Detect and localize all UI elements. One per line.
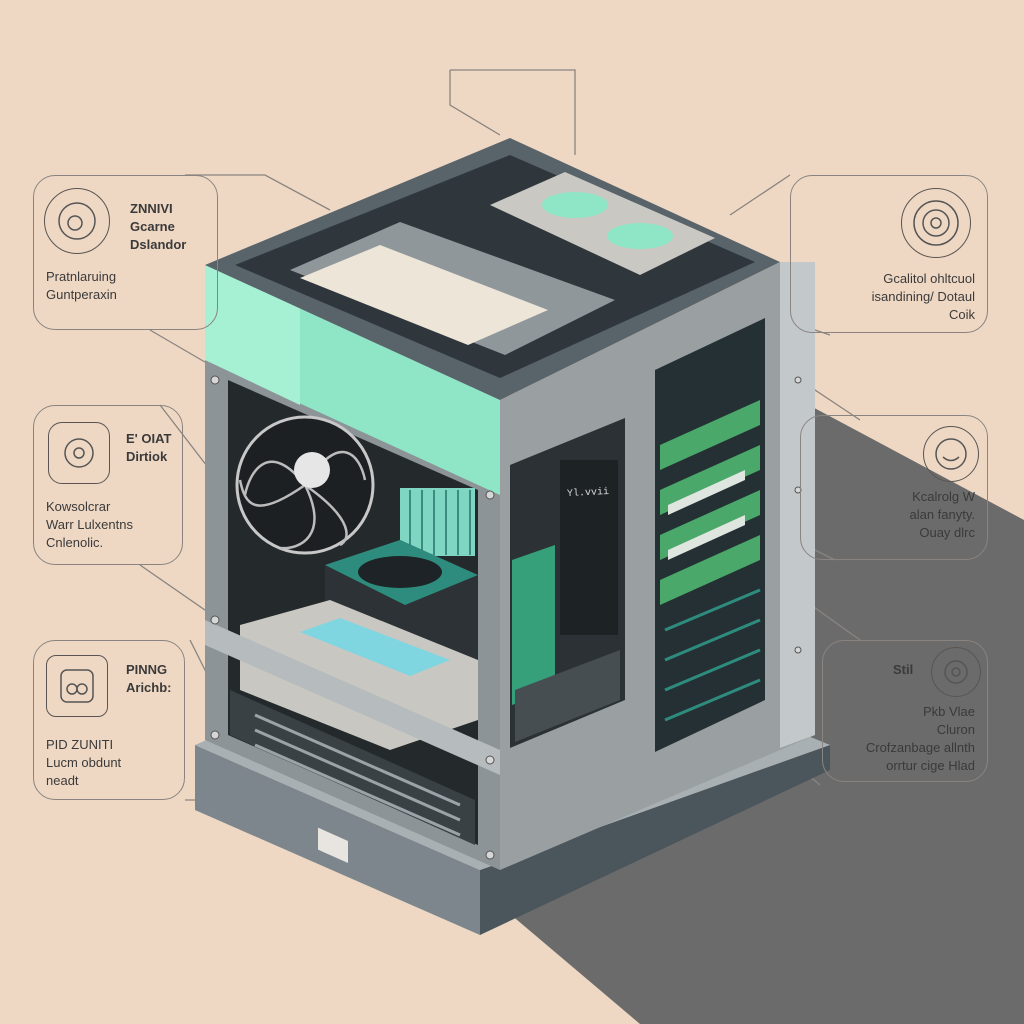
callout-bottom-left-title: PINNG Arichb: [126,662,172,695]
callout-mid-left: E' OIAT Dirtiok Kowsolcrar Warr Lulxentn… [33,405,183,565]
callout-top-left-title: ZNNIVI Gcarne Dslandor [130,201,187,252]
gpu-label: Yl.vvii [566,486,610,501]
callout-bottom-right: Stil Pkb Vlae Cluron Crofzanbage allnth … [822,640,988,782]
callout-bottom-left: PINNG Arichb: PID ZUNITI Lucm obdunt nea… [33,640,185,800]
top-fan-tray [490,172,715,275]
callout-bottom-right-body: Pkb Vlae Cluron Crofzanbage allnth orrtu… [865,704,975,773]
target-icon [901,188,971,258]
callout-top-left-body: Pratnlaruing Guntperaxin [46,269,117,302]
callout-bottom-right-title: Stil [893,662,914,677]
callout-mid-right-body: Kcalrolg W alan fanyty. Ouay dlrc [909,489,975,540]
mainboard-tray [240,600,478,750]
heatsink [400,488,475,556]
top-fan-right [607,223,673,249]
callout-bottom-left-body: PID ZUNITI Lucm obdunt neadt [46,737,122,788]
callout-mid-right: Kcalrolg W alan fanyty. Ouay dlrc [800,415,988,560]
callout-mid-left-body: Kowsolcrar Warr Lulxentns Cnlenolic. [46,499,133,550]
top-panel-cream [300,245,548,345]
top-fan-left [542,192,608,218]
face-icon [923,426,979,482]
callout-top-left: ZNNIVI Gcarne Dslandor Pratnlaruing Gunt… [33,175,218,330]
disc-icon [44,188,110,254]
callout-mid-left-title: E' OIAT Dirtiok [126,431,172,464]
ram-module [300,618,450,676]
chip-icon [46,655,108,717]
gear-icon [931,647,981,697]
callout-top-right: Gcalitol ohltcuol isandining/ Dotaul Coi… [790,175,988,333]
heart-gear-icon [48,422,110,484]
side-rail [780,262,815,748]
case-base-side [480,745,830,935]
base-label-plate [318,827,348,863]
callout-top-right-body: Gcalitol ohltcuol isandining/ Dotaul Coi… [871,271,975,322]
psu-block [560,460,618,635]
screws [210,375,802,860]
